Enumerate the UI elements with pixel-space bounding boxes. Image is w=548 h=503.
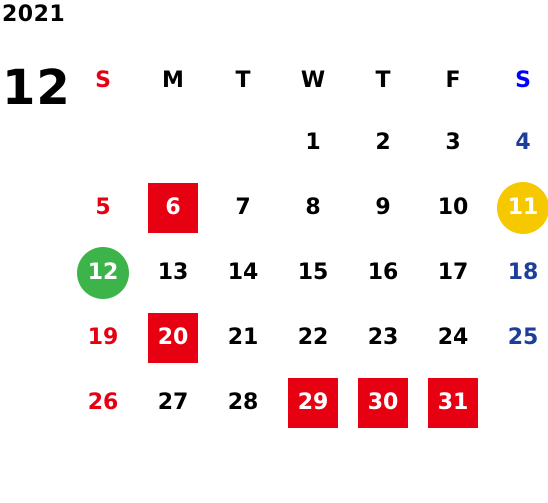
weekday-thursday: T — [375, 67, 391, 93]
day-cell-empty — [68, 110, 138, 175]
day-number: 10 — [437, 195, 469, 220]
day-number: 8 — [305, 195, 321, 220]
day-cell[interactable]: 24 — [418, 305, 488, 370]
day-cell-event[interactable]: 11 — [488, 175, 548, 240]
month-number: 12 — [2, 60, 71, 116]
day-number: 25 — [507, 325, 539, 350]
day-cell[interactable]: 2 — [348, 110, 418, 175]
day-cell[interactable]: 18 — [488, 240, 548, 305]
day-number: 14 — [227, 260, 259, 285]
day-cell[interactable]: 4 — [488, 110, 548, 175]
day-cell-holiday[interactable]: 30 — [348, 370, 418, 435]
day-cell[interactable]: 10 — [418, 175, 488, 240]
calendar-grid: S M T W T F S 1 2 3 4 5 6 7 8 9 10 11 12… — [68, 50, 548, 435]
day-number: 16 — [367, 260, 399, 285]
day-cell[interactable]: 28 — [208, 370, 278, 435]
day-cell[interactable]: 26 — [68, 370, 138, 435]
day-number: 24 — [437, 325, 469, 350]
day-cell[interactable]: 16 — [348, 240, 418, 305]
day-cell-holiday[interactable]: 29 — [278, 370, 348, 435]
day-cell[interactable]: 14 — [208, 240, 278, 305]
day-number: 4 — [515, 130, 531, 155]
day-cell[interactable]: 13 — [138, 240, 208, 305]
day-cell[interactable]: 21 — [208, 305, 278, 370]
day-number: 12 — [77, 246, 129, 299]
day-number: 1 — [305, 130, 321, 155]
day-cell[interactable]: 3 — [418, 110, 488, 175]
day-cell-today[interactable]: 12 — [68, 240, 138, 305]
day-number: 11 — [497, 181, 548, 234]
day-cell[interactable]: 19 — [68, 305, 138, 370]
day-cell[interactable]: 23 — [348, 305, 418, 370]
day-number: 20 — [148, 312, 198, 363]
day-number: 23 — [367, 325, 399, 350]
day-cell-holiday[interactable]: 20 — [138, 305, 208, 370]
day-number: 3 — [445, 130, 461, 155]
day-number: 15 — [297, 260, 329, 285]
day-cell-holiday[interactable]: 31 — [418, 370, 488, 435]
day-cell[interactable]: 15 — [278, 240, 348, 305]
day-cell[interactable]: 27 — [138, 370, 208, 435]
day-cell[interactable]: 5 — [68, 175, 138, 240]
day-cell[interactable]: 9 — [348, 175, 418, 240]
day-cell-holiday[interactable]: 6 — [138, 175, 208, 240]
day-cell[interactable]: 17 — [418, 240, 488, 305]
weekday-friday: F — [445, 67, 461, 93]
day-cell-empty — [138, 110, 208, 175]
weekday-monday: M — [162, 67, 184, 93]
day-number: 17 — [437, 260, 469, 285]
day-number: 22 — [297, 325, 329, 350]
day-number: 9 — [375, 195, 391, 220]
day-number: 26 — [87, 390, 119, 415]
day-cell[interactable]: 7 — [208, 175, 278, 240]
day-cell[interactable]: 1 — [278, 110, 348, 175]
day-number: 5 — [95, 195, 111, 220]
day-cell-empty — [208, 110, 278, 175]
day-number: 7 — [235, 195, 251, 220]
day-number: 28 — [227, 390, 259, 415]
day-number: 6 — [148, 182, 198, 233]
day-cell[interactable]: 25 — [488, 305, 548, 370]
weekday-tuesday: T — [235, 67, 251, 93]
day-number: 30 — [358, 377, 408, 428]
year-label: 2021 — [2, 2, 66, 27]
day-number: 18 — [507, 260, 539, 285]
weekday-wednesday: W — [300, 67, 326, 93]
day-cell[interactable]: 8 — [278, 175, 348, 240]
weekday-saturday: S — [515, 67, 531, 93]
day-number: 19 — [87, 325, 119, 350]
day-number: 2 — [375, 130, 391, 155]
day-number: 31 — [428, 377, 478, 428]
day-number: 21 — [227, 325, 259, 350]
day-number: 13 — [157, 260, 189, 285]
day-cell[interactable]: 22 — [278, 305, 348, 370]
day-number: 27 — [157, 390, 189, 415]
day-number: 29 — [288, 377, 338, 428]
weekday-sunday: S — [95, 67, 111, 93]
day-cell-empty — [488, 370, 548, 435]
